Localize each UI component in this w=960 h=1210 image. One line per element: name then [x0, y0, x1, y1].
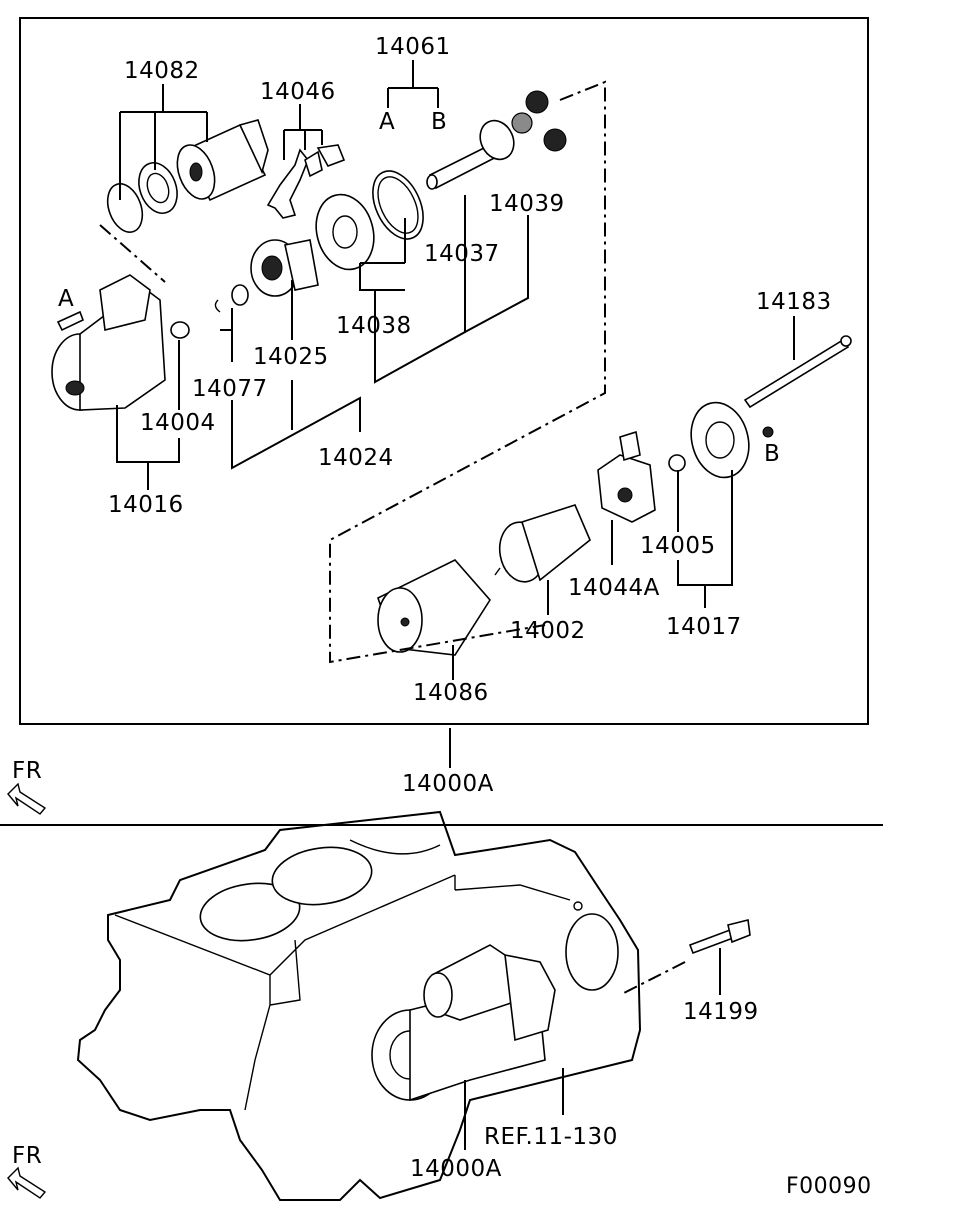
assembly-guide-line — [99, 224, 166, 283]
shift-lever-part — [266, 144, 346, 219]
part-number-14038: 14038 — [336, 313, 412, 339]
internal-gear-part — [315, 170, 424, 271]
part-number-14039: 14039 — [489, 191, 565, 217]
part-number-14037: 14037 — [424, 241, 500, 267]
part-number-14082: 14082 — [124, 58, 200, 84]
part-number-14002: 14002 — [510, 618, 586, 644]
part-number-14046: 14046 — [260, 79, 336, 105]
front-direction-label: FR — [12, 758, 42, 784]
part-number-14017: 14017 — [666, 614, 742, 640]
overrunning-clutch-part — [214, 239, 319, 313]
point-a-label: A — [379, 109, 395, 135]
yoke-part — [377, 559, 491, 656]
front-arrow-icon — [7, 782, 47, 815]
part-number-14077: 14077 — [192, 376, 268, 402]
front-arrow-icon — [7, 1166, 47, 1199]
part-number-14199: 14199 — [683, 999, 759, 1025]
engine-block-outline — [76, 810, 642, 1201]
exploded-view-frame — [19, 17, 869, 725]
front-housing-part — [51, 274, 190, 411]
through-bolt-part — [743, 335, 852, 409]
armature-part — [494, 504, 591, 583]
reference-label: REF.11-130 — [484, 1124, 618, 1150]
assembly-number-14000a: 14000A — [402, 771, 494, 797]
pinion-shaft-part — [426, 90, 567, 190]
bolt-guide-line — [619, 961, 686, 996]
part-number-14061: 14061 — [375, 34, 451, 60]
part-number-14005: 14005 — [640, 533, 716, 559]
point-b-label: B — [431, 109, 447, 135]
part-number-14183: 14183 — [756, 289, 832, 315]
part-number-14044a: 14044A — [568, 575, 660, 601]
part-number-14024: 14024 — [318, 445, 394, 471]
point-b-screw-label: B — [764, 441, 780, 467]
part-number-14086: 14086 — [413, 680, 489, 706]
part-number-14025: 14025 — [253, 344, 329, 370]
solenoid-part — [106, 119, 269, 233]
bottom-leader-lines — [464, 948, 721, 1150]
figure-code: F00090 — [786, 1174, 872, 1199]
point-a-bolt-label: A — [58, 286, 74, 312]
brush-holder-part — [597, 430, 656, 523]
part-number-14016: 14016 — [108, 492, 184, 518]
leader-lines — [116, 60, 795, 768]
rear-bracket-part — [668, 401, 774, 479]
assembly-number-14000a-installed: 14000A — [410, 1156, 502, 1182]
mounting-bolt-part — [688, 919, 751, 955]
assembly-guide-line — [329, 80, 606, 664]
part-number-14004: 14004 — [140, 410, 216, 436]
installed-starter-motor — [371, 944, 556, 1102]
front-direction-label: FR — [12, 1143, 42, 1169]
